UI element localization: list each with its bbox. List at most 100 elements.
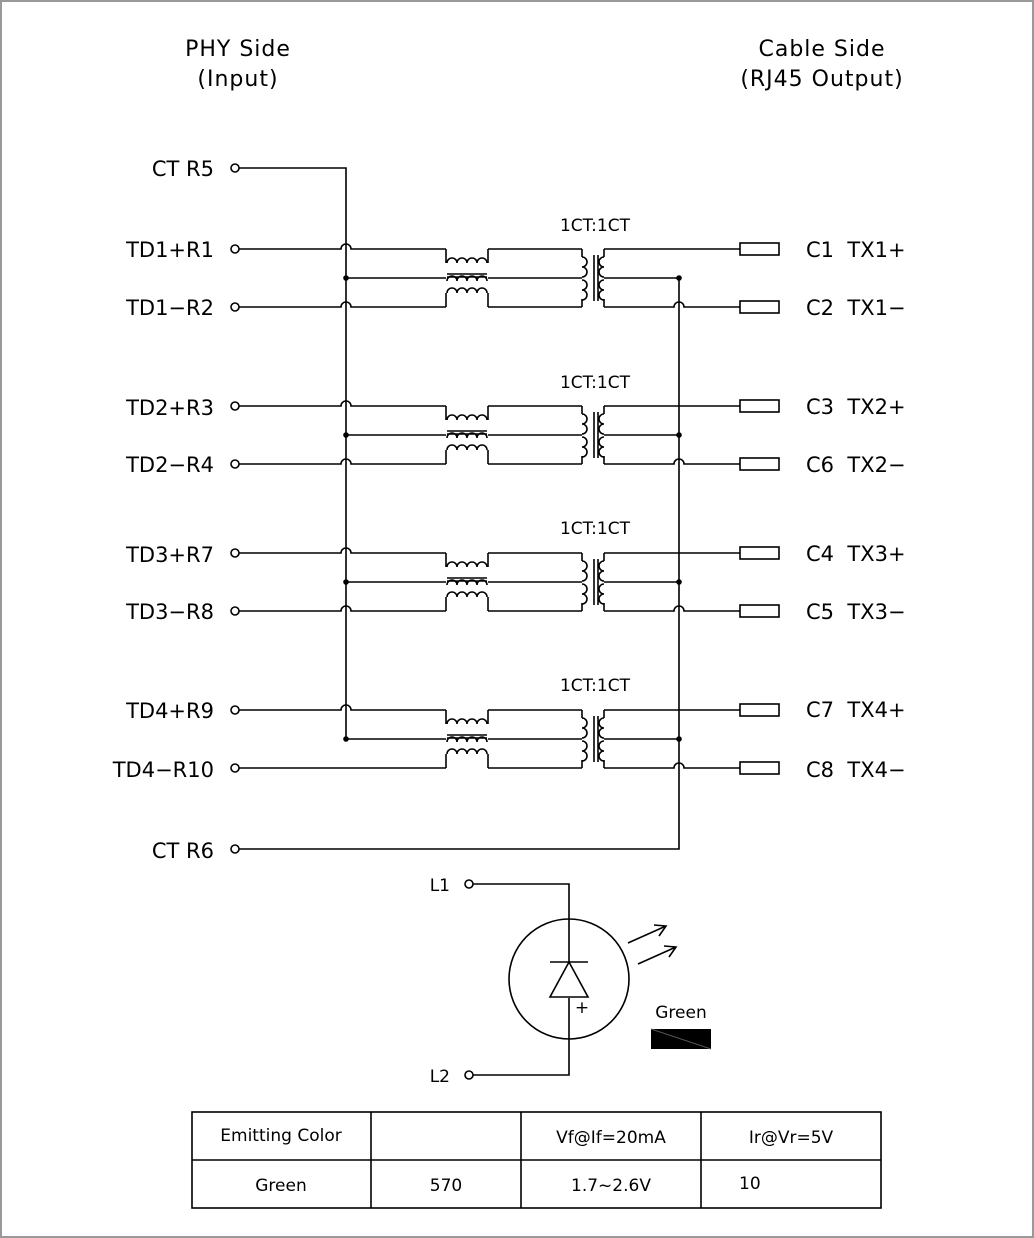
sec-winding-b-1 (598, 279, 605, 301)
terminal-ct-r6 (230, 844, 240, 854)
ct-right-node-2 (676, 432, 682, 438)
pin-label-c4: C4 TX3+ (806, 542, 906, 566)
ct-right-node-3 (676, 579, 682, 585)
led-color-label: Green (655, 1003, 706, 1023)
wire-in-top-2 (239, 400, 446, 407)
pin-label-ct-r6: CT R6 (152, 839, 214, 863)
transformer-circuit (230, 163, 780, 854)
led-spec-table: Emitting Color Vf@If=20mA Ir@Vr=5V Green… (191, 1111, 882, 1209)
led-wire-top (473, 883, 570, 962)
pin-label-ct-r5: CT R5 (152, 157, 214, 181)
rj45-contact-bot-1 (739, 300, 780, 314)
table-header-ir: Ir@Vr=5V (749, 1128, 834, 1148)
pri-winding-b-2 (581, 436, 588, 458)
led-body-circle (508, 918, 630, 1040)
choke-winding-mid-4 (446, 736, 488, 743)
pin-label-c8: C8 TX4− (806, 758, 906, 782)
led-pin-l1-terminal (464, 879, 474, 889)
pin-label-td1n: TD1−R2 (125, 296, 214, 320)
ct-left-node-1 (343, 275, 349, 281)
ct-right-node-1 (676, 275, 682, 281)
wire-in-top-1 (239, 243, 446, 250)
sec-winding-a-4 (598, 717, 605, 739)
ct-right-node-4 (676, 736, 682, 742)
led-polarity-plus: + (575, 998, 589, 1018)
led-pin-l2-terminal (464, 1070, 474, 1080)
led-pin-l1-label: L1 (430, 876, 450, 896)
led-light-arrowhead-2 (663, 945, 678, 958)
choke-winding-bot-4 (446, 748, 488, 755)
choke-winding-top-1 (446, 257, 488, 264)
wire-in-bot-2 (239, 458, 446, 465)
table-header-emitting-color: Emitting Color (220, 1126, 341, 1146)
wire-out-bot-4 (604, 762, 740, 769)
choke-winding-mid-3 (446, 579, 488, 586)
left-pin-labels: CT R5 TD1+R1 TD1−R2 TD2+R3 TD2−R4 TD3+R7… (112, 157, 214, 863)
rj45-contact-top-4 (739, 703, 780, 717)
rj45-contact-bot-2 (739, 457, 780, 471)
rj45-contact-bot-4 (739, 761, 780, 775)
terminal-in-bot-1 (230, 302, 240, 312)
terminal-in-bot-3 (230, 606, 240, 616)
phy-side-subtitle: (Input) (197, 67, 278, 92)
pin-label-c1: C1 TX1+ (806, 238, 906, 262)
pri-winding-b-3 (581, 583, 588, 605)
cable-side-subtitle: (RJ45 Output) (740, 67, 903, 92)
choke-winding-bot-3 (446, 591, 488, 598)
pin-label-c6: C6 TX2− (806, 453, 906, 477)
terminal-in-top-3 (230, 548, 240, 558)
choke-winding-top-4 (446, 718, 488, 725)
cable-side-title: Cable Side (758, 37, 885, 62)
sec-winding-a-3 (598, 560, 605, 582)
pin-label-td1p: TD1+R1 (125, 238, 214, 262)
choke-winding-bot-1 (446, 287, 488, 294)
pin-label-c7: C7 TX4+ (806, 698, 906, 722)
led-light-arrow-1 (627, 925, 667, 944)
pri-winding-a-3 (581, 560, 588, 582)
choke-winding-bot-2 (446, 444, 488, 451)
sec-winding-b-2 (598, 436, 605, 458)
terminal-in-top-2 (230, 401, 240, 411)
pin-label-c3: C3 TX2+ (806, 395, 906, 419)
pin-label-td2p: TD2+R3 (125, 396, 214, 420)
led-diode-triangle (548, 960, 590, 998)
terminal-ct-r5 (230, 163, 240, 173)
led-color-swatch-stripe (650, 1028, 712, 1050)
rj45-contact-top-3 (739, 546, 780, 560)
sec-winding-b-3 (598, 583, 605, 605)
led-pin-l2-label: L2 (430, 1067, 450, 1087)
ct-left-node-3 (343, 579, 349, 585)
ct-left-node-4 (343, 736, 349, 742)
pin-label-c5: C5 TX3− (806, 600, 906, 624)
led-section: L1 L2 + Green (430, 876, 712, 1087)
led-wire-bottom (473, 998, 570, 1076)
phy-side-title: PHY Side (185, 37, 291, 62)
wire-in-top-4 (239, 704, 446, 711)
terminal-in-top-4 (230, 705, 240, 715)
terminal-in-bot-4 (230, 763, 240, 773)
pin-label-td3n: TD3−R8 (125, 600, 214, 624)
ct-left-node-2 (343, 432, 349, 438)
choke-winding-mid-1 (446, 275, 488, 282)
terminal-in-bot-2 (230, 459, 240, 469)
led-light-arrow-2 (637, 946, 677, 965)
ratio-label-4: 1CT:1CT (560, 676, 631, 696)
pin-label-td4p: TD4+R9 (125, 699, 214, 723)
wire-in-top-3 (239, 547, 446, 554)
pri-winding-a-1 (581, 256, 588, 278)
pri-winding-a-4 (581, 717, 588, 739)
sec-winding-a-1 (598, 256, 605, 278)
ratio-labels: 1CT:1CT 1CT:1CT 1CT:1CT 1CT:1CT (560, 216, 631, 696)
sec-winding-a-2 (598, 413, 605, 435)
pri-winding-b-1 (581, 279, 588, 301)
wire-out-bot-1 (604, 301, 740, 308)
terminal-in-top-1 (230, 244, 240, 254)
wire-out-bot-2 (604, 458, 740, 465)
wire-out-bot-3 (604, 605, 740, 612)
wire-in-bot-3 (239, 605, 446, 612)
sec-winding-b-4 (598, 740, 605, 762)
choke-winding-top-3 (446, 561, 488, 568)
rj45-contact-bot-3 (739, 604, 780, 618)
